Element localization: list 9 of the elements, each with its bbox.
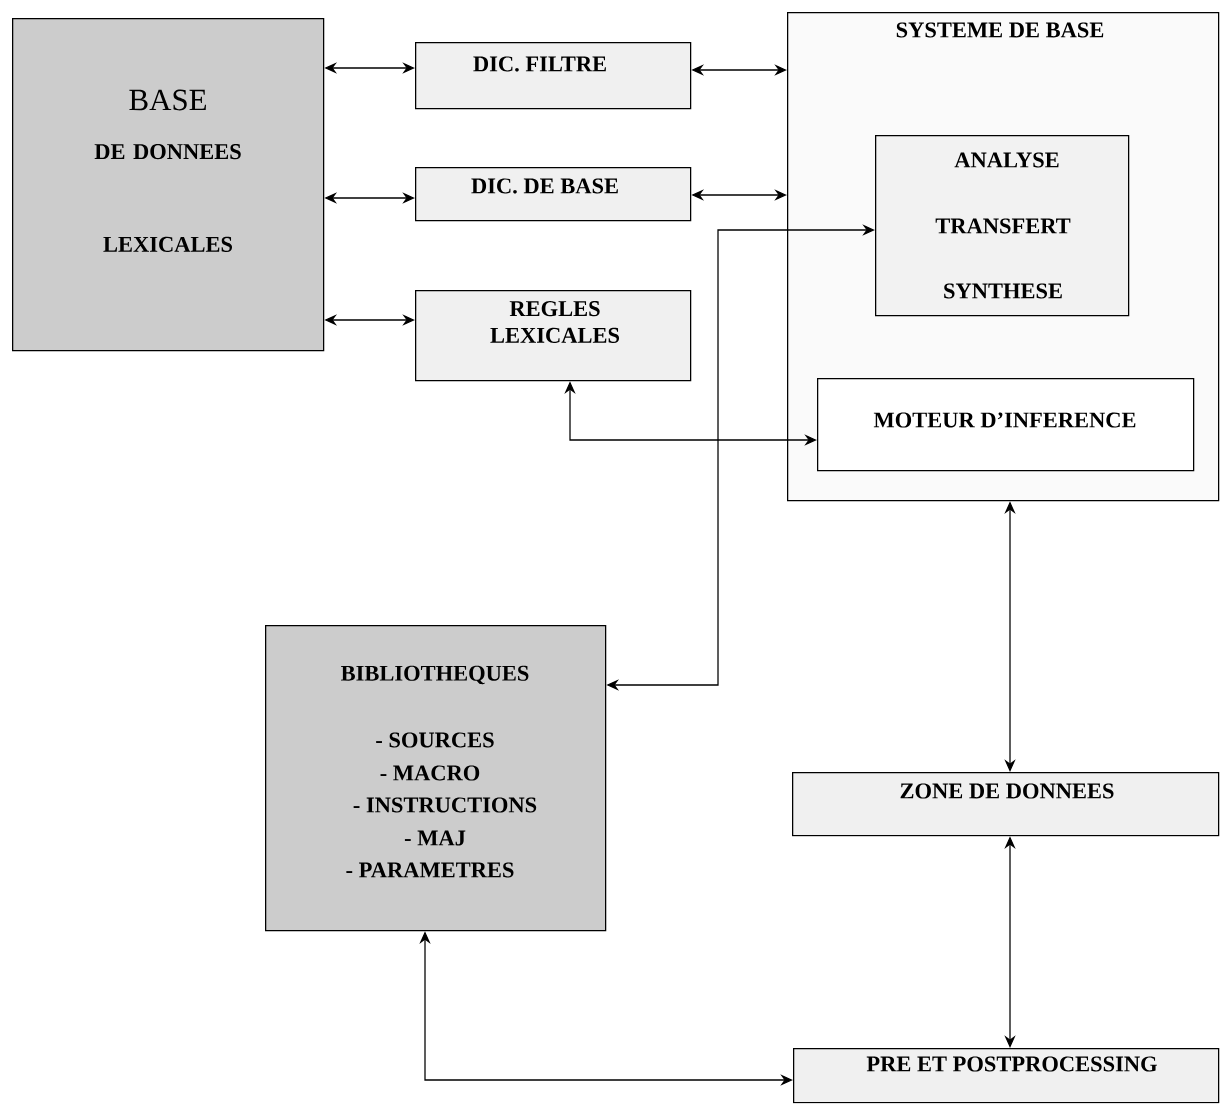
data-zone-box: ZONE DE DONNEES [792, 772, 1220, 837]
library-box: BIBLIOTHEQUES - SOURCES - MACRO - INSTRUCTIONS - MAJ - PARAMETRES [265, 625, 607, 932]
dictionary-box: DIC. DE BASE [415, 167, 692, 222]
database-box: BASE DE DONNEES LEXICALES [12, 18, 325, 352]
engine-box: MOTEUR D’INFERENCE [817, 378, 1195, 472]
rules-box: REGLES LEXICALES [415, 290, 692, 382]
process-box: ANALYSE TRANSFERT SYNTHESE [875, 135, 1130, 317]
processing-box: PRE ET POSTPROCESSING [793, 1048, 1220, 1104]
dictionary-box: DIC. FILTRE [415, 42, 692, 110]
